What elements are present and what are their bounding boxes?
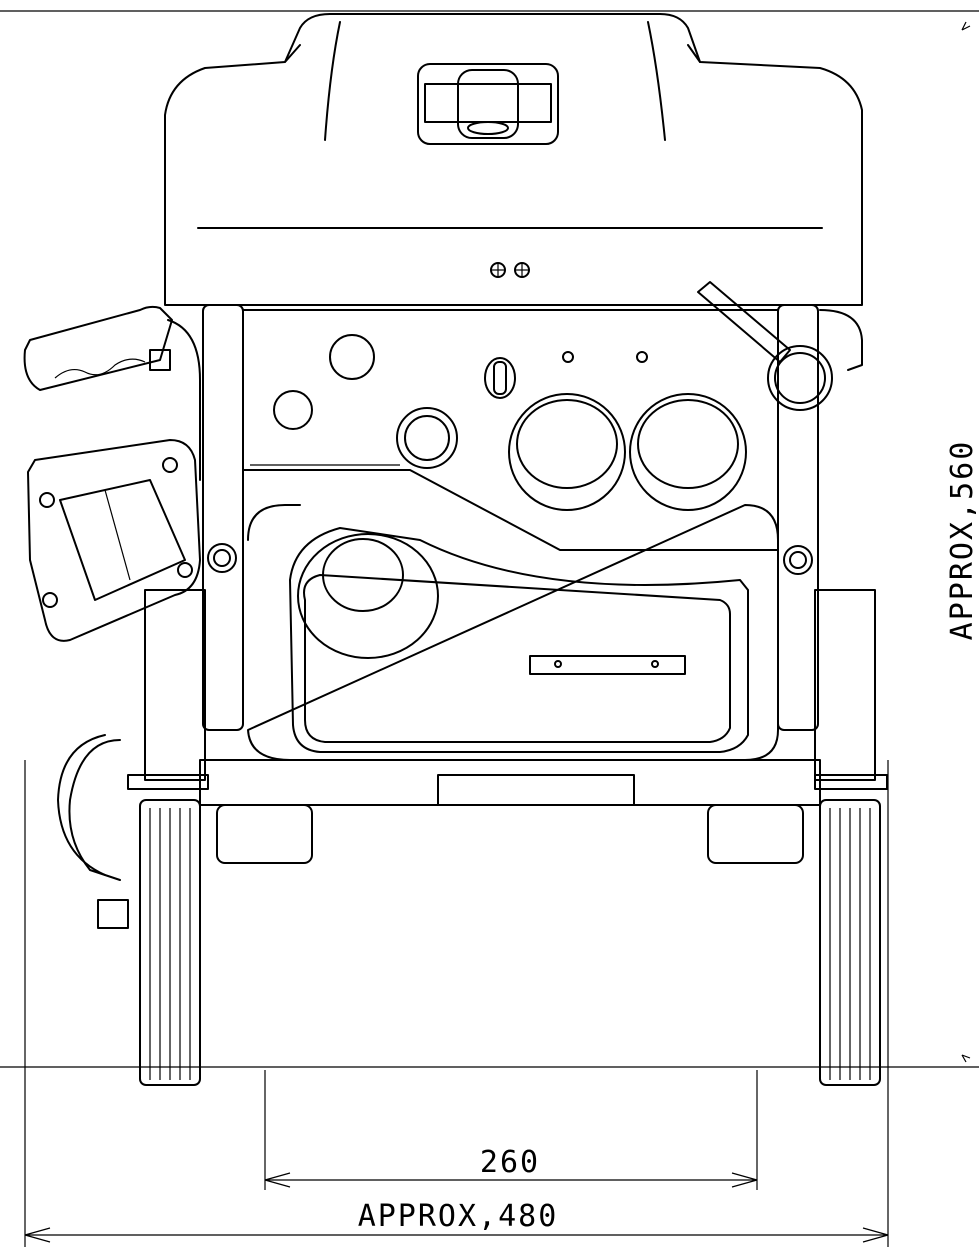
- top-cover: [164, 13, 863, 306]
- right-foot: [707, 804, 804, 864]
- engine-block: [242, 309, 779, 551]
- screw-icons: [490, 262, 530, 278]
- fuel-tank: [289, 527, 749, 753]
- dimension-overall-width: APPRΟX,480: [24, 760, 889, 1247]
- overall-width-label: APPRΟX,480: [358, 1199, 559, 1234]
- left-pivot-inner: [213, 549, 231, 567]
- left-handle: [23, 305, 201, 481]
- dimension-overall-height: APPRΟX,560: [945, 21, 979, 1063]
- overall-height-label: APPRΟX,560: [945, 440, 979, 641]
- left-foot: [216, 804, 313, 864]
- right-roller: [814, 774, 888, 1086]
- outlet-ports: [508, 393, 747, 511]
- right-pivot: [783, 545, 813, 575]
- frame: [199, 304, 821, 864]
- dimension-foot-spacing: 260: [264, 1070, 758, 1190]
- fuel-cap: [417, 63, 559, 145]
- left-roller: [127, 774, 209, 1086]
- right-lever: [697, 281, 863, 411]
- left-pivot: [207, 543, 237, 573]
- foot-spacing-label: 260: [480, 1145, 540, 1180]
- recoil-starter: [57, 734, 129, 929]
- right-pivot-inner: [789, 551, 807, 569]
- left-recoil-cover: [27, 439, 201, 642]
